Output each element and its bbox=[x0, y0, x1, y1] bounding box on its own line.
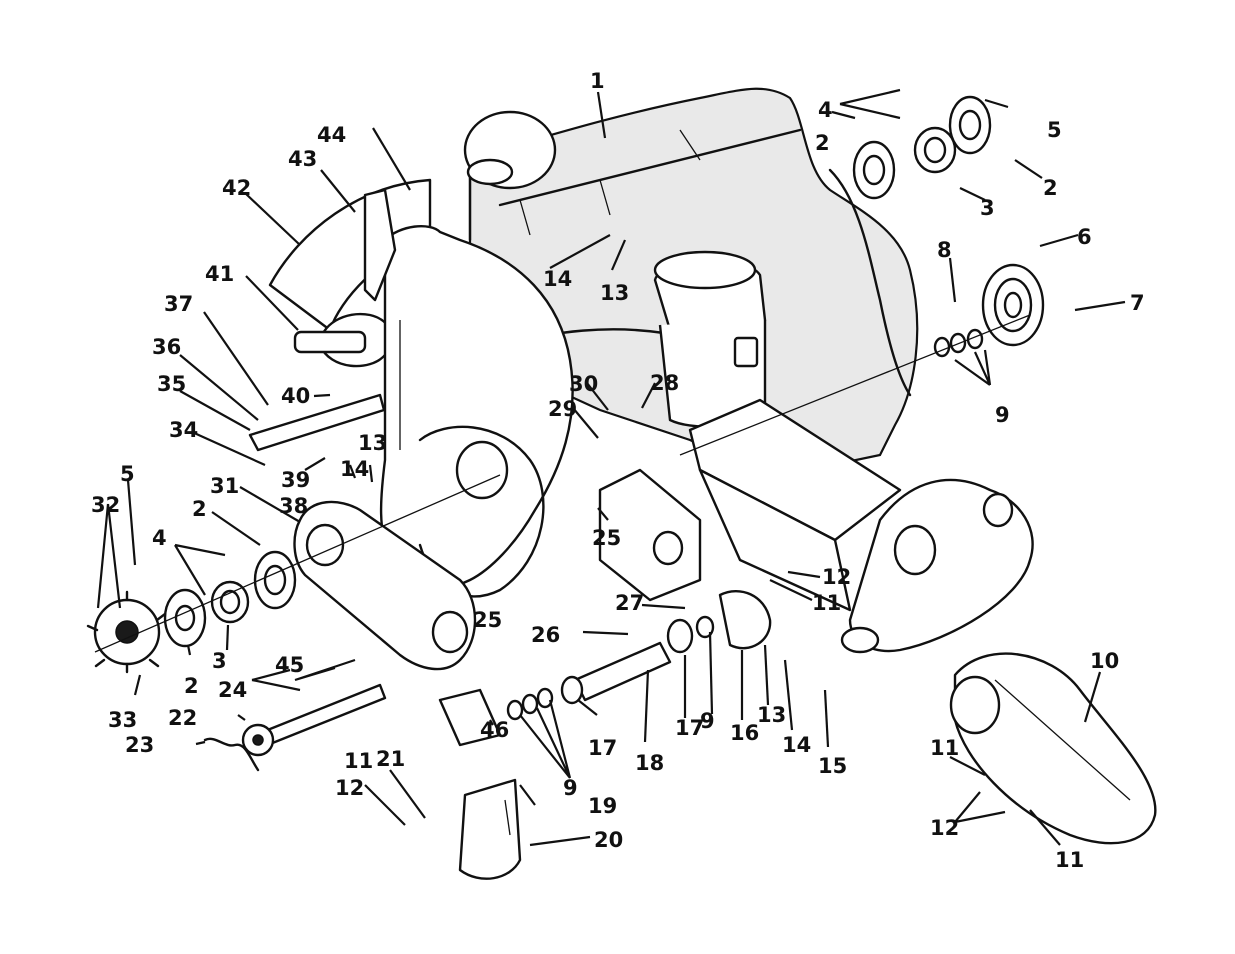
callout-22: 22 bbox=[168, 706, 197, 730]
callout-43: 43 bbox=[288, 147, 317, 171]
callout-5: 5 bbox=[1047, 118, 1062, 142]
callout-30: 30 bbox=[569, 372, 598, 396]
callout-9: 9 bbox=[563, 776, 578, 800]
callout-4: 4 bbox=[152, 526, 167, 550]
callout-11: 11 bbox=[812, 591, 841, 615]
callout-4: 4 bbox=[818, 98, 833, 122]
callout-34: 34 bbox=[169, 418, 198, 442]
callout-32: 32 bbox=[91, 493, 120, 517]
callout-11: 11 bbox=[1055, 848, 1084, 872]
callout-31: 31 bbox=[210, 474, 239, 498]
callout-12: 12 bbox=[335, 776, 364, 800]
callout-21: 21 bbox=[376, 747, 405, 771]
callout-1: 1 bbox=[590, 69, 605, 93]
callout-12: 12 bbox=[822, 565, 851, 589]
callout-7: 7 bbox=[1130, 291, 1145, 315]
callout-11: 11 bbox=[930, 736, 959, 760]
callout-17: 17 bbox=[675, 716, 704, 740]
callout-46: 46 bbox=[480, 718, 509, 742]
callout-25: 25 bbox=[592, 526, 621, 550]
callout-9: 9 bbox=[995, 403, 1010, 427]
callout-42: 42 bbox=[222, 176, 251, 200]
callout-38: 38 bbox=[279, 494, 308, 518]
callout-20: 20 bbox=[594, 828, 623, 852]
callout-25: 25 bbox=[473, 608, 502, 632]
callout-3: 3 bbox=[980, 196, 995, 220]
callout-6: 6 bbox=[1077, 225, 1092, 249]
callout-13: 13 bbox=[358, 431, 387, 455]
callout-14: 14 bbox=[782, 733, 811, 757]
callout-13: 13 bbox=[600, 281, 629, 305]
callout-41: 41 bbox=[205, 262, 234, 286]
callout-26: 26 bbox=[531, 623, 560, 647]
discharge-chute-base bbox=[655, 252, 765, 427]
callout-3: 3 bbox=[212, 649, 227, 673]
callout-28: 28 bbox=[650, 371, 679, 395]
callout-29: 29 bbox=[548, 397, 577, 421]
callout-23: 23 bbox=[125, 733, 154, 757]
callout-8: 8 bbox=[937, 238, 952, 262]
callout-19: 19 bbox=[588, 794, 617, 818]
callout-14: 14 bbox=[543, 267, 572, 291]
callout-5: 5 bbox=[120, 462, 135, 486]
callout-14: 14 bbox=[340, 457, 369, 481]
callout-10: 10 bbox=[1090, 649, 1119, 673]
callout-33: 33 bbox=[108, 708, 137, 732]
callout-2: 2 bbox=[1043, 176, 1058, 200]
callout-44: 44 bbox=[317, 123, 346, 147]
callout-24: 24 bbox=[218, 678, 247, 702]
callout-16: 16 bbox=[730, 721, 759, 745]
callout-45: 45 bbox=[275, 653, 304, 677]
callout-13: 13 bbox=[757, 703, 786, 727]
callout-39: 39 bbox=[281, 468, 310, 492]
callout-15: 15 bbox=[818, 754, 847, 778]
callout-37: 37 bbox=[164, 292, 193, 316]
callout-35: 35 bbox=[157, 372, 186, 396]
callout-2: 2 bbox=[184, 674, 199, 698]
belt-guard bbox=[951, 654, 1155, 844]
callout-11: 11 bbox=[344, 749, 373, 773]
callout-40: 40 bbox=[281, 384, 310, 408]
callout-2: 2 bbox=[815, 131, 830, 155]
callout-2: 2 bbox=[192, 497, 207, 521]
callout-27: 27 bbox=[615, 591, 644, 615]
callout-17: 17 bbox=[588, 736, 617, 760]
callout-36: 36 bbox=[152, 335, 181, 359]
callout-12: 12 bbox=[930, 816, 959, 840]
callout-18: 18 bbox=[635, 751, 664, 775]
